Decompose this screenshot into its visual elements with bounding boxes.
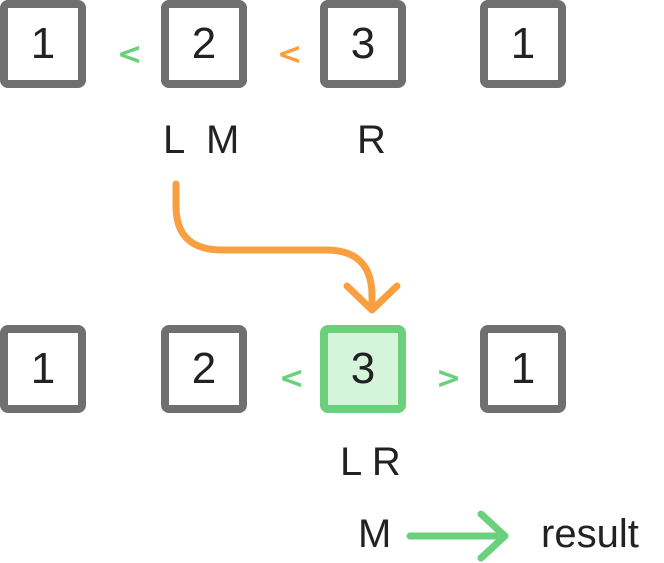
orange-curved-arrow [172, 180, 376, 312]
green-arrowhead-icon [477, 510, 509, 562]
row2-cell-3-highlighted: 3 [320, 325, 406, 413]
row1-label-r: R [357, 118, 386, 162]
row1-cell-1: 1 [0, 0, 86, 88]
row2-cell-4: 1 [480, 325, 566, 413]
orange-arrowhead-icon [343, 282, 401, 314]
row1-cell-4: 1 [480, 0, 566, 88]
row2-label-lr: L R [340, 440, 401, 484]
row2-cell-1: 1 [0, 325, 86, 413]
row1-cell-2: 2 [161, 0, 247, 88]
legend-from-m: M [358, 512, 392, 556]
row2-comparator-2: > [436, 361, 462, 396]
row2-comparator-1: < [279, 361, 305, 396]
row1-comparator-2: < [277, 37, 303, 72]
row1-cell-3: 3 [320, 0, 406, 88]
row2-cell-2: 2 [161, 325, 247, 413]
row1-comparator-1: < [117, 37, 143, 72]
legend-to-result: result [541, 512, 639, 556]
row1-label-lm: L M [163, 118, 240, 162]
